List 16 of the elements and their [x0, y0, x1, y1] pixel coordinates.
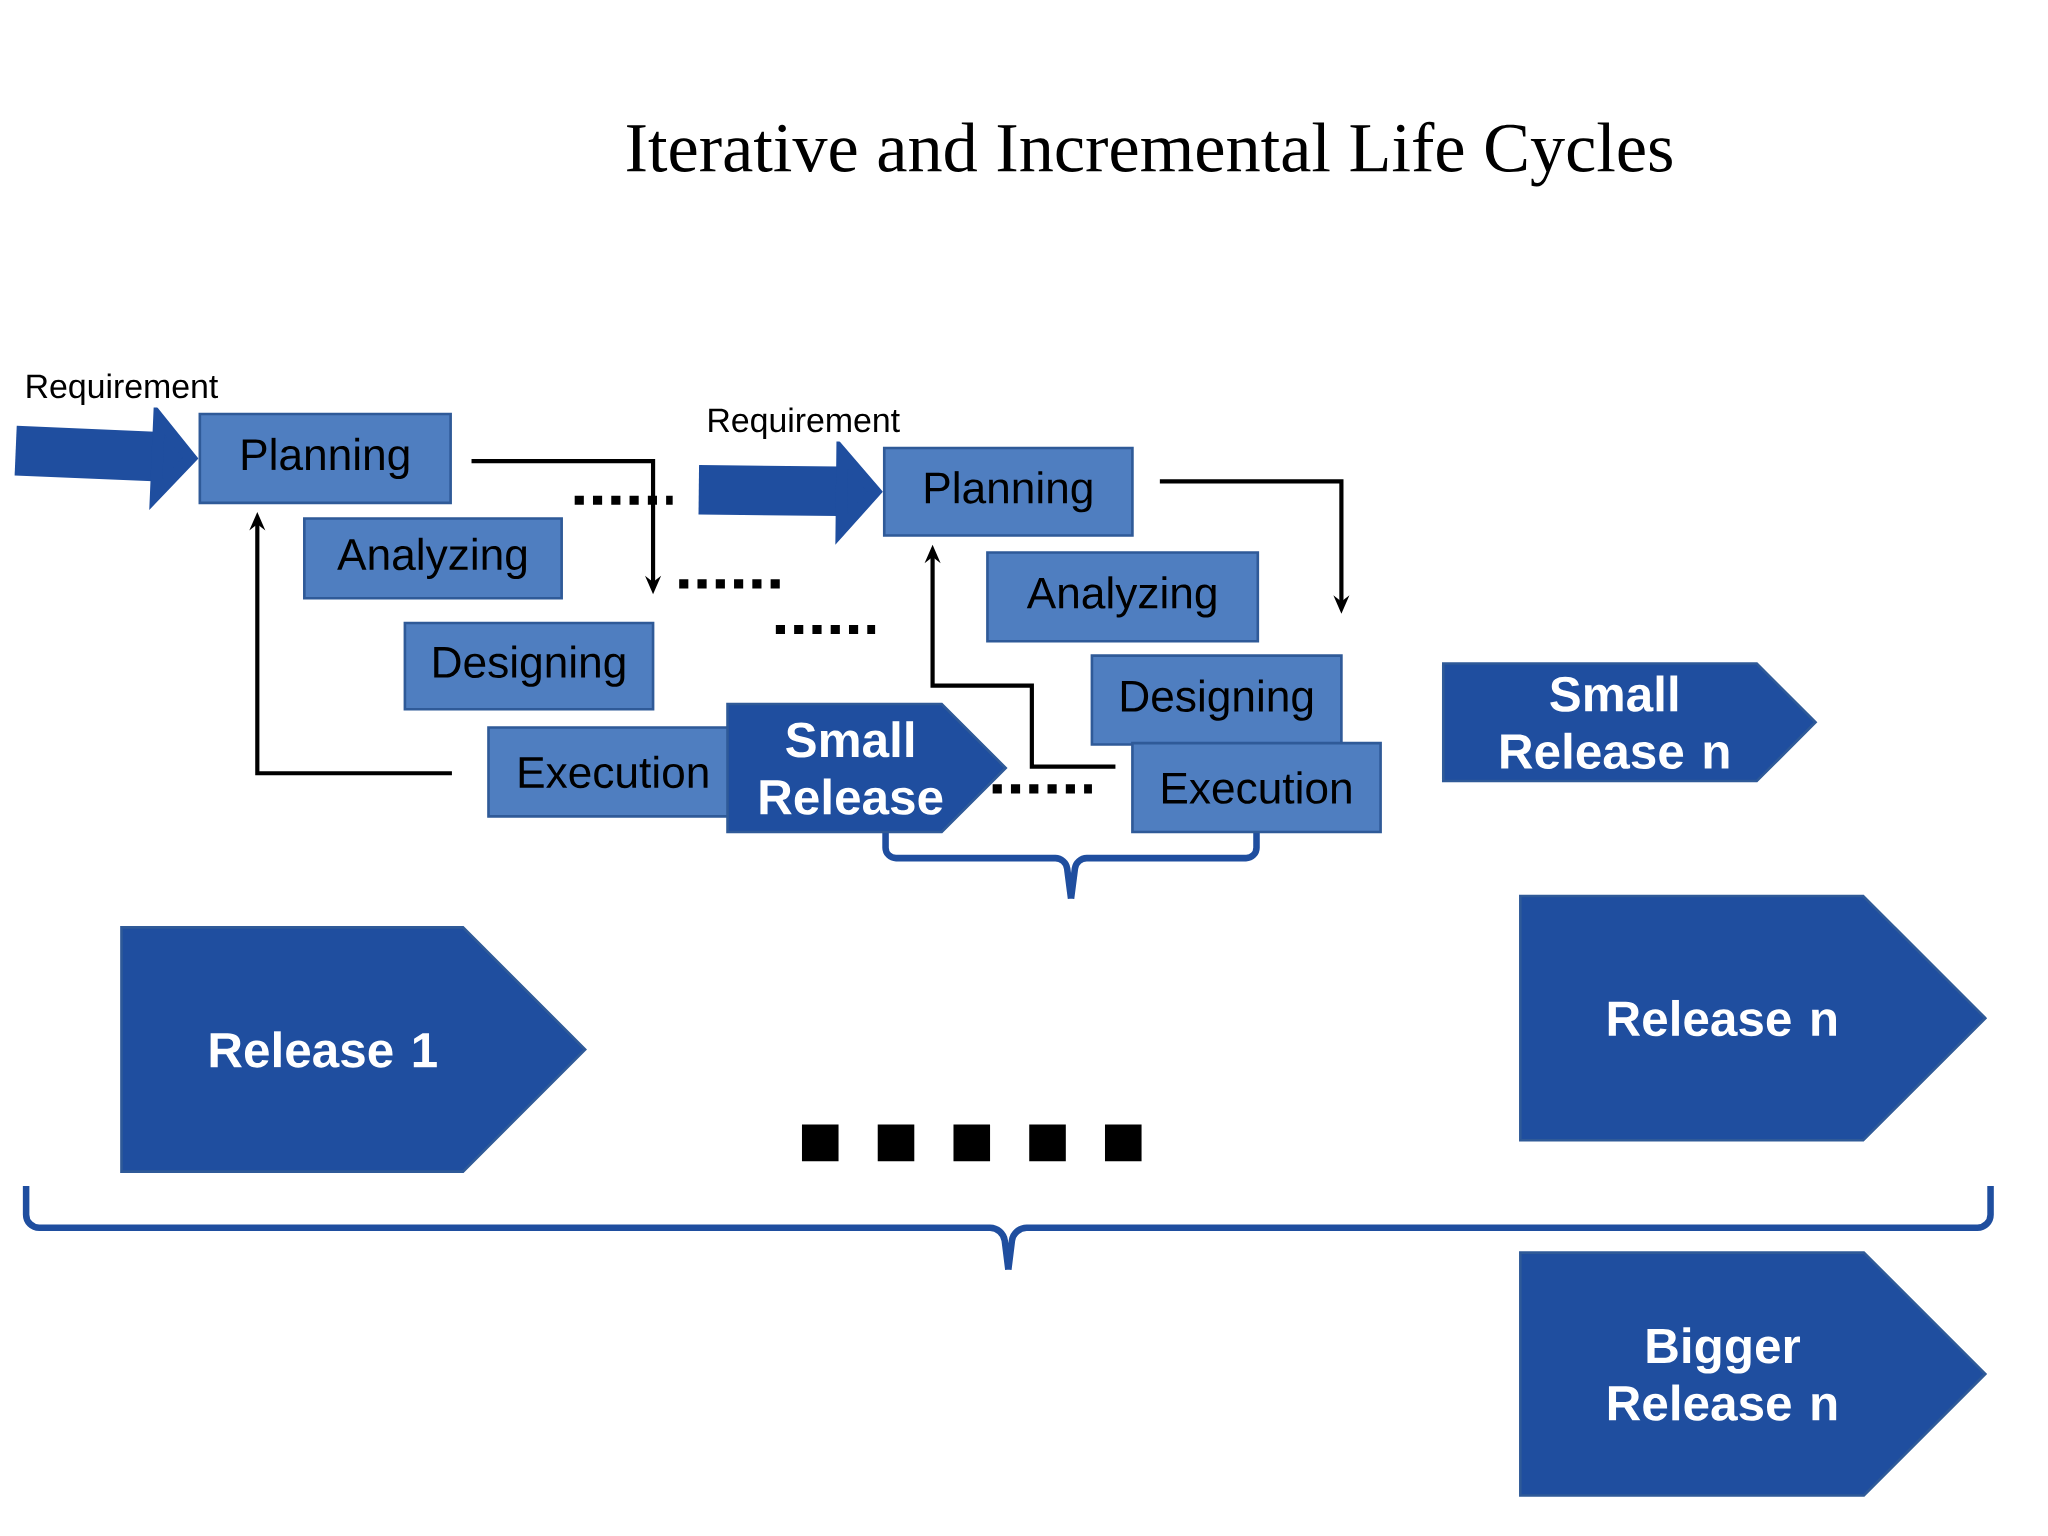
process-box: Planning: [882, 446, 1134, 537]
process-box: Analyzing: [986, 551, 1260, 643]
process-box: Analyzing: [303, 517, 563, 600]
title: Iterative and Incremental Life Cycles: [627, 121, 1672, 187]
process-box: Execution: [487, 726, 740, 818]
process-box: Planning: [198, 412, 452, 505]
release-tag: Small Release n: [1441, 662, 1818, 783]
process-box: Execution: [1131, 741, 1382, 834]
process-box: Designing: [1090, 654, 1343, 746]
edge-label: Requirement: [703, 404, 903, 442]
release-tag: Release n: [1519, 894, 1988, 1142]
edge-label: Requirement: [22, 370, 221, 408]
release-tag: Release 1: [120, 926, 587, 1173]
process-box: Designing: [403, 621, 655, 711]
release-tag: Small Release: [726, 702, 1008, 834]
release-tag: Bigger Release n: [1519, 1251, 1988, 1497]
